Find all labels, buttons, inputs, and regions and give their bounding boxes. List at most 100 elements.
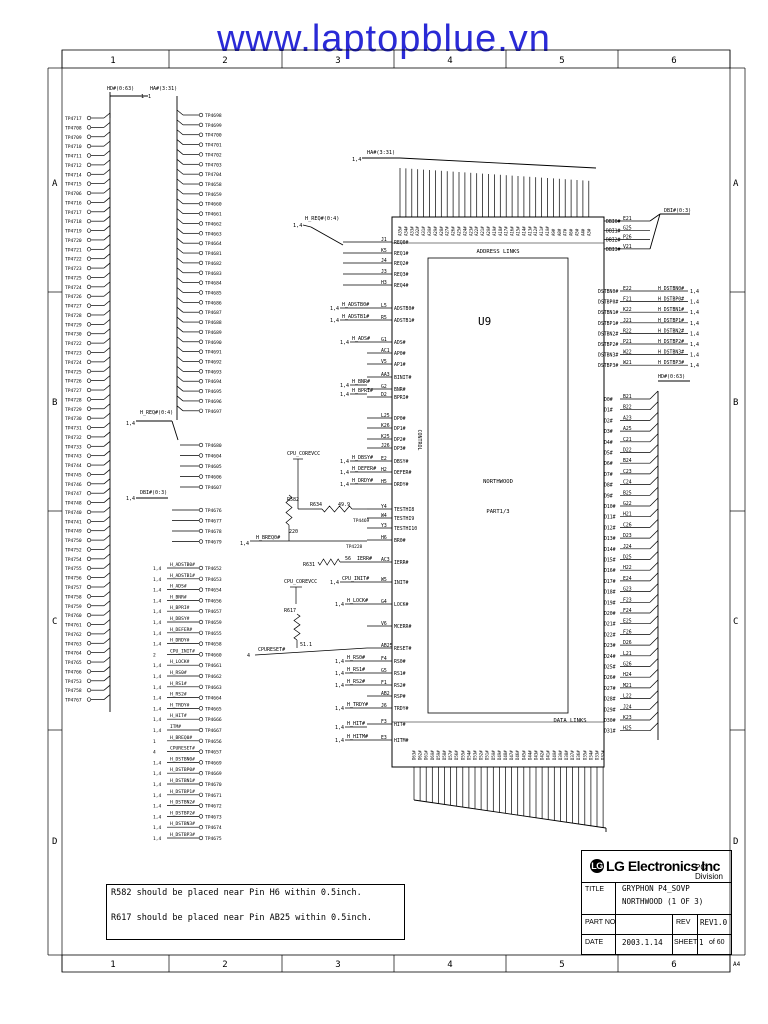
strobe-signal-1: H_DSTBP0# <box>658 297 684 303</box>
data-right-tap <box>649 412 659 421</box>
chip-name: NORTHWOOD <box>483 479 513 485</box>
left-pin-number: V6 <box>381 621 387 627</box>
tp-ctl-label: TP4672 <box>205 804 222 810</box>
left-pin-number: G4 <box>381 599 387 605</box>
left-pin-number: J6 <box>381 703 387 709</box>
left-pin-name: REQ0# <box>394 240 409 246</box>
tp-left-tap <box>103 666 111 672</box>
address-pin-label: A31# <box>421 226 426 236</box>
tp-ha-circle <box>198 162 204 167</box>
tp-ha-label: TP4694 <box>205 379 222 385</box>
data-right-pin-number: H25 <box>623 726 632 732</box>
tp-ha-circle <box>198 359 204 364</box>
address-pin-label: A35# <box>398 226 403 236</box>
tp-left-circle <box>86 294 92 299</box>
tp-left-circle <box>86 631 92 637</box>
tp-ctl-signal: H_BREQ0# <box>170 735 192 741</box>
tp-ctl-circle <box>198 576 204 581</box>
dbi-pin-name: DBI3# <box>606 247 621 253</box>
tp-ctl-circle <box>198 771 204 776</box>
border-top-strip <box>61 49 731 69</box>
tp-left-circle <box>86 547 92 552</box>
tp-left-tap <box>103 131 111 138</box>
signal-label-h_trdy: H_TRDY# <box>347 702 368 708</box>
tp-ha-label: TP4700 <box>205 133 222 139</box>
address-pin-label: A21# <box>480 226 485 236</box>
data-right-tap <box>649 519 659 528</box>
data-right-pin-number: D22 <box>623 448 632 454</box>
tp-ha-circle <box>198 260 204 266</box>
tp-left-label: TP4740 <box>65 510 82 516</box>
data-pin-label: D40# <box>552 750 557 760</box>
tp-left-tap <box>103 187 111 194</box>
sheet-size-label: A4 <box>733 961 741 968</box>
tp-ha-label: TP4692 <box>205 360 222 366</box>
tp-ctl-circle <box>198 609 204 614</box>
data-right-tap <box>649 508 659 517</box>
tp-left-tap <box>103 638 111 644</box>
signal-label-h_bnr: H_BNR# <box>352 379 370 385</box>
strobe-signal-6: H_DSTBN3# <box>658 350 684 356</box>
left-pin-name: MCERR# <box>394 624 411 630</box>
dbi-pin-number: E21 <box>623 216 632 222</box>
strobe-pin-name: DSTBN1# <box>598 310 618 316</box>
chip-outline <box>391 216 605 768</box>
tp-left-circle <box>86 444 92 449</box>
tp-left-label: TP4767 <box>65 698 82 704</box>
data-right-tap <box>649 594 659 603</box>
left-pin-name: DBSY# <box>394 459 409 465</box>
data-right-pin-number: B24 <box>623 458 632 464</box>
tp-left-tap <box>103 300 111 306</box>
left-pin-number: F4 <box>381 656 387 662</box>
tp-ha-tap <box>176 198 184 205</box>
tp-ctl-ref: 1,4 <box>153 814 162 820</box>
left-pin-number: G2 <box>381 384 387 390</box>
data-pin-label: D54# <box>466 750 471 760</box>
r617-value: 51.1 <box>300 642 312 648</box>
tp-ctl-signal: H_DRDY# <box>170 638 190 644</box>
tp-left-label: TP4746 <box>65 482 82 488</box>
tp-dbi-label: TP4676 <box>205 508 222 514</box>
tp-left-tap <box>103 506 111 513</box>
row-label-left: D <box>52 837 57 847</box>
data-pin-label: D60# <box>430 750 435 760</box>
strobe-pin-name: DSTBP0# <box>598 300 618 306</box>
left-pin-number: AC1 <box>381 348 390 354</box>
strobe-ref: 1,4 <box>690 363 699 369</box>
tp-ha-label: TP4659 <box>205 192 222 198</box>
tp-ctl-label: TP4653 <box>205 577 222 583</box>
data-pin-label: D46# <box>515 750 520 760</box>
tp-ha-tap <box>176 247 184 254</box>
left-pin-name: REQ3# <box>394 272 409 278</box>
tp-left-tap <box>103 619 111 625</box>
tp-ha-label: TP4663 <box>205 231 222 237</box>
strobe-signal-5: H_DSTBP2# <box>658 339 684 345</box>
tp-left-label: TP4754 <box>65 557 82 563</box>
data-right-tap <box>649 690 659 699</box>
tp-left-circle <box>86 125 92 130</box>
data-right-tap <box>649 540 659 550</box>
tp-left-tap <box>103 262 111 269</box>
strobe-pin-number: P21 <box>623 339 632 345</box>
data-right-pin-name: D16# <box>604 568 616 574</box>
tp-left-circle <box>86 406 92 411</box>
r582-resistor <box>285 494 293 526</box>
address-pin-label: A16# <box>510 226 515 236</box>
tp-left-tap <box>103 487 111 494</box>
data-right-pin-name: D15# <box>604 558 616 564</box>
signal-label-cpu_init: CPU_INIT# <box>342 576 369 582</box>
ha-bus-diagonal <box>399 157 597 169</box>
data-right-pin-name: D24# <box>604 654 616 660</box>
left-pin-name: DRDY# <box>394 482 409 488</box>
data-pin-label: D43# <box>534 750 539 760</box>
r631-value: 56 <box>345 556 351 562</box>
tp-dbi-label: TP4677 <box>205 519 222 525</box>
tp-ctl-label: TP4669 <box>205 760 222 766</box>
address-pin-label: A7# <box>563 228 568 236</box>
tp-left-tap <box>103 272 111 278</box>
tp-ha-tap <box>176 326 184 333</box>
strobe-pin-number: J21 <box>623 318 632 324</box>
left-pin-name: IERR# <box>394 560 409 566</box>
ha-bus-ref: 1,4 <box>352 157 361 163</box>
tp-left-circle <box>86 181 92 186</box>
